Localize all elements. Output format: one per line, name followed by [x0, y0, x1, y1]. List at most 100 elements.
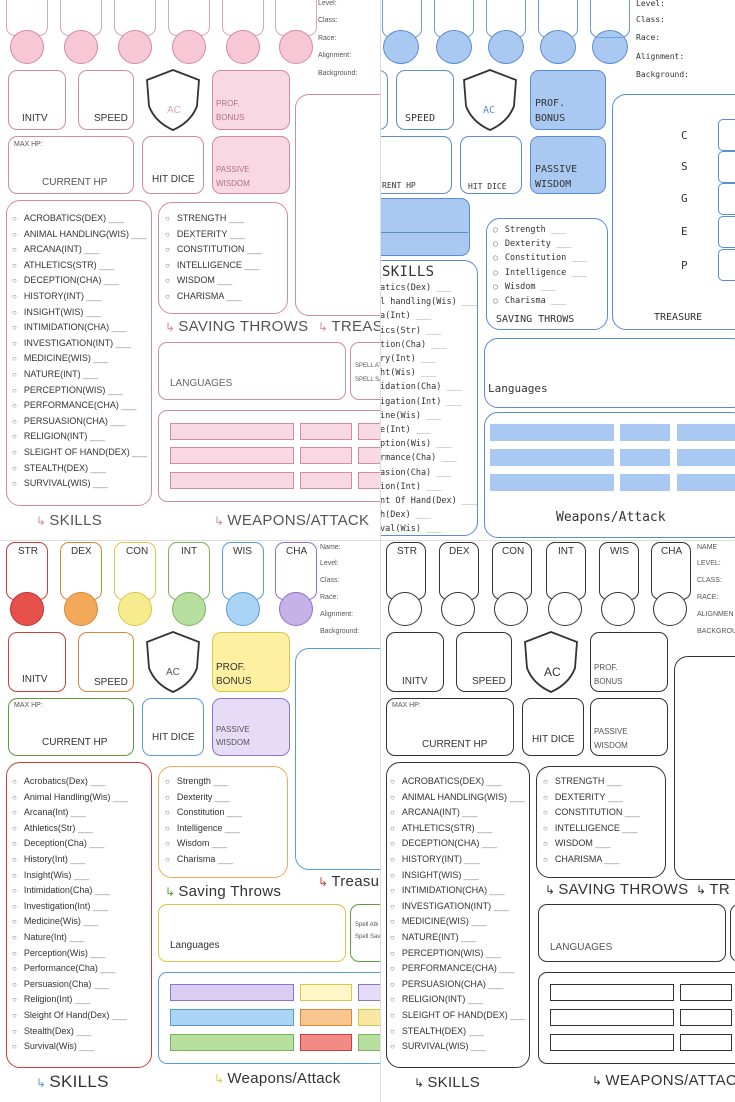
weapon-name-cell[interactable] — [170, 1034, 294, 1051]
saving-throw-item[interactable]: CHARISMA — [165, 289, 262, 305]
speed-box[interactable] — [456, 632, 512, 692]
skills-list[interactable]: atics(Dex)l handling(Wis)a(Int)ics(Str)t… — [380, 281, 477, 537]
passive-wisdom-box[interactable] — [530, 136, 606, 194]
languages-box[interactable] — [158, 904, 346, 962]
skill-item[interactable]: val(Wis) — [380, 522, 477, 536]
treasure-box[interactable] — [612, 94, 735, 330]
skill-item[interactable]: INSIGHT(WIS) — [390, 868, 525, 884]
weapon-name-cell[interactable] — [170, 423, 294, 440]
skill-item[interactable]: l handling(Wis) — [380, 295, 477, 309]
armor-class-shield[interactable] — [460, 68, 520, 132]
initiative-box[interactable] — [8, 70, 66, 130]
skill-item[interactable]: ATHLETICS(STR) — [12, 258, 147, 274]
proficiency-bonus-box[interactable] — [212, 70, 290, 130]
hit-dice-box[interactable] — [460, 136, 522, 194]
skill-item[interactable]: INTIMIDATION(CHA) — [12, 320, 147, 336]
skill-item[interactable]: Animal Handling(Wis) — [12, 790, 128, 806]
hp-box[interactable] — [8, 698, 134, 756]
weapon-damage-cell[interactable] — [358, 984, 380, 1001]
ability-modifier-circle[interactable] — [383, 30, 419, 64]
ability-modifier-circle[interactable] — [540, 30, 576, 64]
saving-throw-item[interactable]: STRENGTH — [165, 211, 262, 227]
cha-modifier-circle[interactable] — [279, 592, 313, 626]
skill-item[interactable]: ANIMAL HANDLING(WIS) — [390, 790, 525, 806]
skill-item[interactable]: ine(Wis) — [380, 409, 477, 423]
initiative-box[interactable] — [8, 632, 66, 692]
skill-item[interactable]: INTIMIDATION(CHA) — [390, 883, 525, 899]
skill-item[interactable]: ACROBATICS(DEX) — [390, 774, 525, 790]
skill-item[interactable]: h(Dex) — [380, 508, 477, 522]
skill-item[interactable]: DECEPTION(CHA) — [12, 273, 147, 289]
skill-item[interactable]: SURVIVAL(WIS) — [390, 1039, 525, 1055]
saving-throw-item[interactable]: WISDOM — [165, 273, 262, 289]
skills-list[interactable]: Acrobatics(Dex)Animal Handling(Wis)Arcan… — [12, 774, 128, 1055]
weapon-bonus-cell[interactable] — [300, 1034, 352, 1051]
saving-throw-item[interactable]: WISDOM — [543, 836, 640, 852]
saving-throw-item[interactable]: INTELLIGENCE — [543, 821, 640, 837]
ability-modifier-circle[interactable] — [436, 30, 472, 64]
skill-item[interactable]: PERCEPTION(WIS) — [12, 383, 147, 399]
skill-item[interactable]: ANIMAL HANDLING(WIS) — [12, 227, 147, 243]
hp-box[interactable] — [386, 698, 514, 756]
skill-item[interactable]: Investigation(Int) — [12, 899, 128, 915]
weapon-bonus-cell[interactable] — [680, 1009, 732, 1026]
skill-item[interactable]: ion(Int) — [380, 480, 477, 494]
weapon-bonus-cell[interactable] — [620, 449, 670, 466]
saving-throw-item[interactable]: Wisdom — [165, 836, 242, 852]
dex-modifier-circle[interactable] — [441, 592, 475, 626]
passive-wisdom-box[interactable] — [212, 136, 290, 194]
skill-item[interactable]: INSIGHT(WIS) — [12, 305, 147, 321]
skill-item[interactable]: SLEIGHT OF HAND(DEX) — [12, 445, 147, 461]
coin-field[interactable] — [718, 151, 735, 183]
weapon-bonus-cell[interactable] — [620, 424, 670, 441]
hp-box[interactable] — [380, 136, 452, 194]
initiative-box[interactable] — [380, 70, 388, 130]
saving-throw-item[interactable]: Strength — [493, 223, 587, 237]
saving-throw-item[interactable]: Constitution — [493, 251, 587, 265]
skill-item[interactable]: MEDICINE(WIS) — [390, 914, 525, 930]
weapon-bonus-cell[interactable] — [680, 984, 732, 1001]
weapon-damage-cell[interactable] — [358, 1034, 380, 1051]
ability-modifier-circle[interactable] — [64, 30, 98, 64]
weapon-name-cell[interactable] — [550, 1034, 674, 1051]
skill-item[interactable]: History(Int) — [12, 852, 128, 868]
armor-class-shield[interactable] — [521, 630, 581, 694]
weapon-name-cell[interactable] — [550, 1009, 674, 1026]
weapon-bonus-cell[interactable] — [300, 472, 352, 489]
skill-item[interactable]: Nature(Int) — [12, 930, 128, 946]
skill-item[interactable]: PERSUASION(CHA) — [12, 414, 147, 430]
con-modifier-circle[interactable] — [494, 592, 528, 626]
skill-item[interactable]: rmance(Cha) — [380, 451, 477, 465]
weapon-name-cell[interactable] — [490, 474, 614, 491]
con-modifier-circle[interactable] — [118, 592, 152, 626]
saving-throw-item[interactable]: Dexterity — [165, 790, 242, 806]
skill-item[interactable]: NATURE(INT) — [390, 930, 525, 946]
saving-throw-item[interactable]: Dexterity — [493, 237, 587, 251]
skill-item[interactable]: Stealth(Dex) — [12, 1024, 128, 1040]
skill-item[interactable]: PERFORMANCE(CHA) — [390, 961, 525, 977]
weapon-name-cell[interactable] — [170, 1009, 294, 1026]
skill-item[interactable]: SLEIGHT OF HAND(DEX) — [390, 1008, 525, 1024]
skill-item[interactable]: SURVIVAL(WIS) — [12, 476, 147, 492]
skill-item[interactable]: Deception(Cha) — [12, 836, 128, 852]
proficiency-bonus-box[interactable] — [530, 70, 606, 130]
saving-throws-list[interactable]: StrengthDexterityConstitutionIntelligenc… — [493, 223, 587, 308]
weapon-damage-cell[interactable] — [358, 472, 380, 489]
languages-box[interactable] — [538, 904, 726, 962]
skill-item[interactable]: Survival(Wis) — [12, 1039, 128, 1055]
saving-throw-item[interactable]: CONSTITUTION — [165, 242, 262, 258]
dex-modifier-circle[interactable] — [64, 592, 98, 626]
weapon-name-cell[interactable] — [170, 984, 294, 1001]
armor-class-shield[interactable] — [143, 68, 203, 132]
skill-item[interactable]: asion(Cha) — [380, 466, 477, 480]
spell-box[interactable] — [350, 904, 380, 962]
wis-modifier-circle[interactable] — [601, 592, 635, 626]
weapon-bonus-cell[interactable] — [300, 1009, 352, 1026]
skill-item[interactable]: idation(Cha) — [380, 380, 477, 394]
weapon-bonus-cell[interactable] — [300, 984, 352, 1001]
skill-item[interactable]: Arcana(Int) — [12, 805, 128, 821]
skill-item[interactable]: Medicine(Wis) — [12, 914, 128, 930]
weapon-damage-cell[interactable] — [677, 449, 735, 466]
skill-item[interactable]: DECEPTION(CHA) — [390, 836, 525, 852]
skill-item[interactable]: PERFORMANCE(CHA) — [12, 398, 147, 414]
